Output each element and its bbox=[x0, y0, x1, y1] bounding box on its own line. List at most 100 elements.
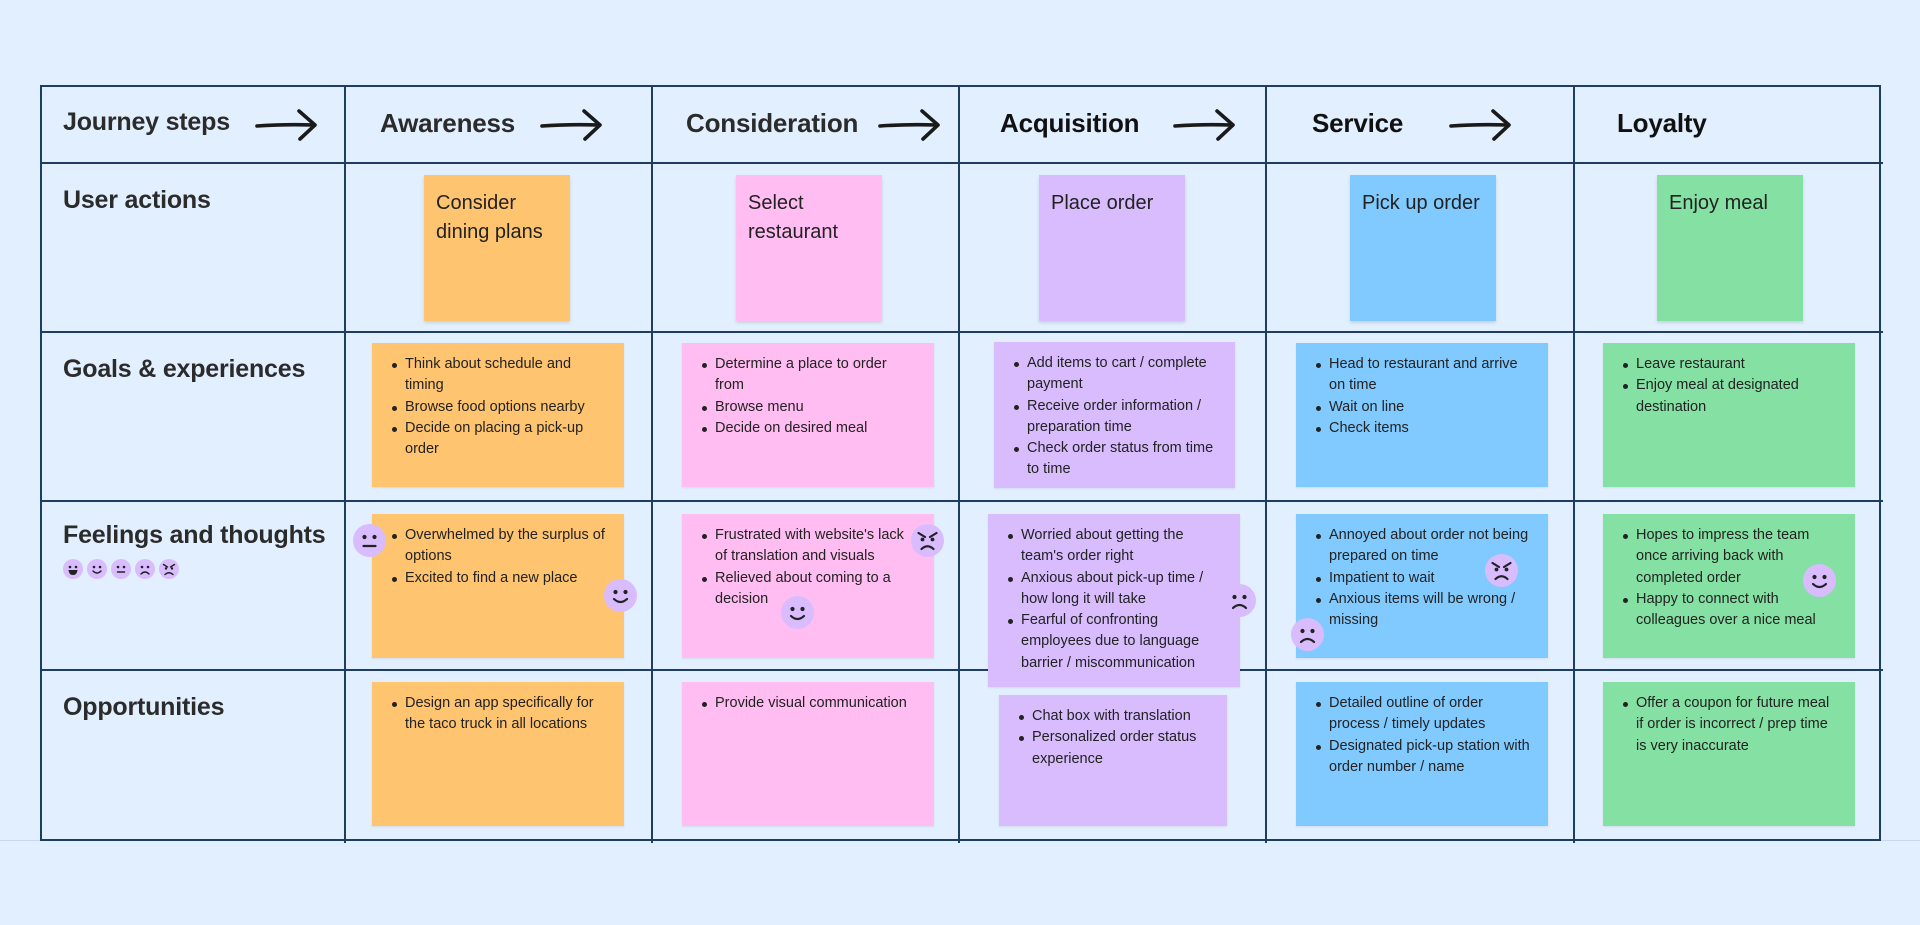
user-action-cell: Place order bbox=[960, 164, 1267, 333]
list-item: Happy to connect with colleagues over a … bbox=[1623, 589, 1839, 632]
row-user-actions: User actions bbox=[42, 164, 346, 333]
sticky-note-place-order[interactable]: Place order bbox=[1039, 175, 1185, 321]
header-step-awareness: Awareness bbox=[346, 87, 653, 164]
list-item: Worried about getting the team's order r… bbox=[1008, 525, 1224, 568]
sticky-note-consider-dining[interactable]: Consider dining plans bbox=[424, 175, 570, 321]
feelings-label: Feelings and thoughts bbox=[63, 521, 326, 549]
list-item: Decide on desired meal bbox=[702, 418, 918, 439]
list-item: Chat box with translation bbox=[1019, 706, 1211, 727]
angry-face-icon bbox=[159, 559, 179, 579]
list-item: Excited to find a new place bbox=[392, 568, 608, 589]
list-item: Designated pick-up station with order nu… bbox=[1316, 736, 1532, 779]
arrow-right-icon bbox=[1172, 105, 1238, 145]
goals-cell: Head to restaurant and arrive on time Wa… bbox=[1267, 333, 1575, 502]
list-item: Fearful of confronting employees due to … bbox=[1008, 610, 1224, 674]
list-item: Impatient to wait bbox=[1316, 568, 1532, 589]
goals-cell: Add items to cart / complete payment Rec… bbox=[960, 333, 1267, 502]
header-step-loyalty: Loyalty bbox=[1575, 87, 1883, 164]
goals-cell: Think about schedule and timing Browse f… bbox=[346, 333, 653, 502]
goals-card-service[interactable]: Head to restaurant and arrive on time Wa… bbox=[1296, 343, 1548, 487]
step-awareness-label: Awareness bbox=[380, 108, 516, 138]
feelings-card-consideration[interactable]: Frustrated with website's lack of transl… bbox=[682, 514, 934, 658]
arrow-right-icon bbox=[1448, 105, 1514, 145]
feelings-card-service[interactable]: Annoyed about order not being prepared o… bbox=[1296, 514, 1548, 658]
list-item: Add items to cart / complete payment bbox=[1014, 353, 1219, 396]
opportunities-cell: Chat box with translation Personalized o… bbox=[960, 671, 1267, 843]
neutral-face-icon bbox=[353, 524, 386, 557]
goals-card-consideration[interactable]: Determine a place to order from Browse m… bbox=[682, 343, 934, 487]
feelings-card-loyalty[interactable]: Hopes to impress the team once arriving … bbox=[1603, 514, 1855, 658]
feelings-cell: Annoyed about order not being prepared o… bbox=[1267, 502, 1575, 671]
user-action-cell: Select restaurant bbox=[653, 164, 960, 333]
arrow-right-icon bbox=[877, 105, 943, 145]
list-item: Browse menu bbox=[702, 397, 918, 418]
grinning-face-icon bbox=[63, 559, 83, 579]
list-item: Enjoy meal at designated destination bbox=[1623, 375, 1839, 418]
opportunities-card-service[interactable]: Detailed outline of order process / time… bbox=[1296, 682, 1548, 826]
journey-map-table: Journey steps Awareness Consideration Ac… bbox=[40, 85, 1883, 843]
header-step-consideration: Consideration bbox=[653, 87, 960, 164]
goals-card-awareness[interactable]: Think about schedule and timing Browse f… bbox=[372, 343, 624, 487]
user-actions-label: User actions bbox=[63, 186, 211, 214]
list-item: Receive order information / preparation … bbox=[1014, 396, 1219, 439]
opportunities-label: Opportunities bbox=[63, 693, 225, 721]
sticky-note-enjoy-meal[interactable]: Enjoy meal bbox=[1657, 175, 1803, 321]
smiling-face-icon bbox=[604, 579, 637, 612]
list-item: Design an app specifically for the taco … bbox=[392, 693, 608, 736]
journey-steps-label: Journey steps bbox=[63, 108, 230, 136]
list-item: Anxious items will be wrong / missing bbox=[1316, 589, 1532, 632]
feelings-cell: Overwhelmed by the surplus of options Ex… bbox=[346, 502, 653, 671]
opportunities-card-awareness[interactable]: Design an app specifically for the taco … bbox=[372, 682, 624, 826]
neutral-face-icon bbox=[111, 559, 131, 579]
list-item: Relieved about coming to a decision bbox=[702, 568, 918, 611]
smiling-face-icon bbox=[1803, 564, 1836, 597]
sticky-note-select-restaurant[interactable]: Select restaurant bbox=[736, 175, 882, 321]
list-item: Provide visual communication bbox=[702, 693, 918, 714]
header-step-service: Service bbox=[1267, 87, 1575, 164]
feelings-scale bbox=[63, 559, 179, 579]
step-acquisition-label: Acquisition bbox=[1000, 108, 1140, 138]
smiling-face-icon bbox=[781, 596, 814, 629]
list-item: Browse food options nearby bbox=[392, 397, 608, 418]
goals-label: Goals & experiences bbox=[63, 355, 306, 383]
goals-cell: Determine a place to order from Browse m… bbox=[653, 333, 960, 502]
list-item: Wait on line bbox=[1316, 397, 1532, 418]
step-consideration-label: Consideration bbox=[686, 108, 859, 138]
list-item: Annoyed about order not being prepared o… bbox=[1316, 525, 1532, 568]
header-journey-steps: Journey steps bbox=[42, 87, 346, 164]
feelings-card-awareness[interactable]: Overwhelmed by the surplus of options Ex… bbox=[372, 514, 624, 658]
goals-card-acquisition[interactable]: Add items to cart / complete payment Rec… bbox=[994, 342, 1235, 488]
opportunities-cell: Offer a coupon for future meal if order … bbox=[1575, 671, 1883, 843]
feelings-card-acquisition[interactable]: Worried about getting the team's order r… bbox=[988, 514, 1240, 687]
smiling-face-icon bbox=[87, 559, 107, 579]
user-action-cell: Consider dining plans bbox=[346, 164, 653, 333]
opportunities-cell: Detailed outline of order process / time… bbox=[1267, 671, 1575, 843]
opportunities-card-acquisition[interactable]: Chat box with translation Personalized o… bbox=[999, 695, 1227, 826]
frowning-face-icon bbox=[1223, 584, 1256, 617]
list-item: Think about schedule and timing bbox=[392, 354, 608, 397]
list-item: Overwhelmed by the surplus of options bbox=[392, 525, 608, 568]
list-item: Head to restaurant and arrive on time bbox=[1316, 354, 1532, 397]
angry-face-icon bbox=[1485, 554, 1518, 587]
goals-cell: Leave restaurant Enjoy meal at designate… bbox=[1575, 333, 1883, 502]
opportunities-card-loyalty[interactable]: Offer a coupon for future meal if order … bbox=[1603, 682, 1855, 826]
list-item: Leave restaurant bbox=[1623, 354, 1839, 375]
goals-card-loyalty[interactable]: Leave restaurant Enjoy meal at designate… bbox=[1603, 343, 1855, 487]
header-step-acquisition: Acquisition bbox=[960, 87, 1267, 164]
list-item: Detailed outline of order process / time… bbox=[1316, 693, 1532, 736]
list-item: Hopes to impress the team once arriving … bbox=[1623, 525, 1839, 589]
list-item: Check order status from time to time bbox=[1014, 438, 1219, 481]
list-item: Frustrated with website's lack of transl… bbox=[702, 525, 918, 568]
arrow-right-icon bbox=[254, 105, 320, 145]
frowning-face-icon bbox=[135, 559, 155, 579]
step-loyalty-label: Loyalty bbox=[1617, 108, 1707, 138]
arrow-right-icon bbox=[539, 105, 605, 145]
feelings-cell: Worried about getting the team's order r… bbox=[960, 502, 1267, 687]
list-item: Decide on placing a pick-up order bbox=[392, 418, 608, 461]
opportunities-cell: Provide visual communication bbox=[653, 671, 960, 843]
user-action-cell: Pick up order bbox=[1267, 164, 1575, 333]
opportunities-card-consideration[interactable]: Provide visual communication bbox=[682, 682, 934, 826]
feelings-cell: Hopes to impress the team once arriving … bbox=[1575, 502, 1883, 671]
sticky-note-pick-up-order[interactable]: Pick up order bbox=[1350, 175, 1496, 321]
row-opportunities: Opportunities bbox=[42, 671, 346, 843]
